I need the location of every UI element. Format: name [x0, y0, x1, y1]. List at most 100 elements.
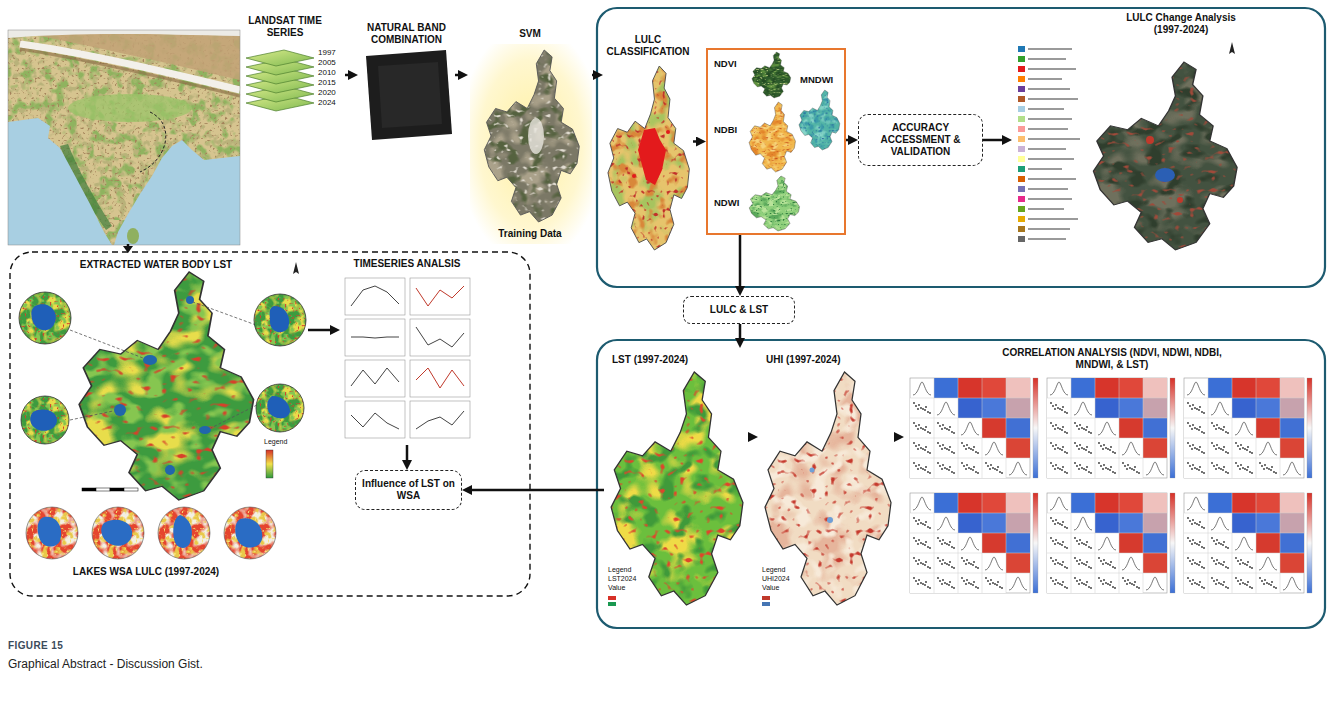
timeseries-charts-part [351, 413, 399, 429]
change-map-part [1018, 46, 1025, 52]
band-image-part [366, 50, 452, 140]
change-map-part [1018, 86, 1025, 92]
timeseries-charts-part [345, 360, 405, 397]
water-panel [10, 252, 530, 596]
svm-image-part [470, 44, 592, 244]
change-map-part [1018, 146, 1025, 152]
lake-circles-part [92, 507, 144, 559]
timeseries-charts-part [345, 278, 405, 315]
water-map-part [82, 488, 96, 491]
lake-circles-part [92, 507, 144, 559]
water-map-part [30, 410, 57, 431]
landsat-stack-part [246, 50, 314, 66]
timeseries-charts-part [351, 337, 399, 338]
timeseries-charts-part [410, 278, 470, 315]
india-map-part [140, 112, 166, 172]
timeseries-charts-part [416, 411, 464, 429]
node-text: ACCURACY ACCESSMENT & VALIDATION [865, 122, 976, 158]
figure-number: FIGURE 15 [8, 640, 308, 652]
flow-arrow [592, 74, 597, 77]
lulc-map-part [632, 174, 636, 178]
timeseries-charts-part [345, 401, 405, 438]
water-map-part [270, 306, 290, 332]
svm-image [470, 44, 592, 244]
analysis-panel [597, 340, 1325, 628]
change-map-part [1018, 106, 1025, 112]
index-maps-part [752, 52, 791, 98]
legend-label: Value [608, 584, 648, 592]
change-map-part [1018, 196, 1025, 202]
water-map-part [124, 488, 138, 491]
india-map-part [20, 44, 240, 90]
lulc-map-part [608, 66, 689, 250]
water-map-part [165, 465, 175, 475]
india-map-part [20, 49, 240, 96]
correlation-matrices-part [910, 378, 1038, 478]
index-maps-part [749, 176, 799, 231]
water-map [19, 262, 306, 500]
india-map-part [8, 30, 240, 245]
india-map-part [114, 140, 240, 245]
flow-arrow [455, 74, 462, 77]
change-map-part [1018, 156, 1025, 162]
index-label: MNDWI [800, 74, 844, 85]
change-map-part [1018, 216, 1025, 222]
lulc-map-part [638, 128, 666, 185]
lake-circles-part [38, 517, 62, 547]
flow-arrow [693, 140, 700, 143]
lst-map: LST (1997-2024)LegendLST2024Value [604, 348, 748, 616]
water-map-part [19, 292, 71, 344]
flow-arrow [345, 74, 352, 77]
band-image-part [378, 62, 442, 128]
connector-group [308, 75, 1006, 490]
timeseries-charts-part [410, 319, 470, 356]
correlation-matrices-part [910, 493, 1038, 593]
index-label: NDVI [714, 58, 750, 69]
svm-image-part [528, 118, 544, 154]
year-label: 2005 [318, 58, 345, 68]
timeseries-charts-part [416, 368, 464, 388]
heading-label: TIMESERIES ANALSIS [340, 258, 474, 270]
heading-label: SVM [468, 28, 592, 40]
heading-label: LULC Change Analysis (1997-2024) [1120, 12, 1242, 36]
india-map-part [8, 30, 240, 245]
flow-arrow [468, 489, 604, 492]
water-map-part [31, 304, 56, 330]
process-box: LULC & LST [683, 296, 795, 324]
band-combination: NATURAL BAND COMBINATION [358, 22, 455, 144]
heading-label: UHI (1997-2024) [766, 354, 886, 366]
flow-arrow [748, 436, 752, 439]
change-analysis: LULC Change Analysis (1997-2024) [1012, 10, 1245, 260]
change-map-part [1028, 49, 1080, 239]
india-map [8, 30, 240, 253]
water-map-part [21, 396, 69, 444]
timeseries-charts-part [410, 278, 470, 315]
process-box: Influence of LST on WSA [355, 470, 462, 510]
timeseries-charts [345, 278, 470, 438]
change-map-part [1018, 226, 1025, 232]
lst-map-part [608, 602, 616, 606]
flow-arrow [308, 329, 334, 332]
year-label: 2024 [318, 98, 345, 108]
timeseries-charts-part [416, 327, 464, 347]
change-map-part [1146, 136, 1154, 144]
change-map-part [1018, 176, 1025, 182]
water-map-part [96, 488, 110, 491]
year-label: 2020 [318, 88, 345, 98]
change-map-part [1229, 42, 1235, 54]
lulc-map-part [666, 130, 670, 134]
figure-caption: Graphical Abstract - Discussion Gist. [8, 657, 708, 671]
lake-circles [26, 507, 276, 559]
timeseries-charts-part [345, 319, 405, 356]
heading-label: LULC CLASSIFICATION [603, 34, 693, 58]
correlation-matrices-part [1047, 493, 1175, 593]
flow-arrow [739, 324, 742, 342]
lake-circles-part [158, 507, 210, 559]
lake-circles-part [26, 507, 78, 559]
timeseries-charts-part [345, 360, 405, 397]
band-image [366, 50, 452, 140]
heading-label: LST (1997-2024) [612, 354, 732, 366]
timeseries-charts-part [351, 368, 399, 386]
india-map-part [8, 30, 240, 38]
correlation-matrices-part [1047, 378, 1175, 478]
